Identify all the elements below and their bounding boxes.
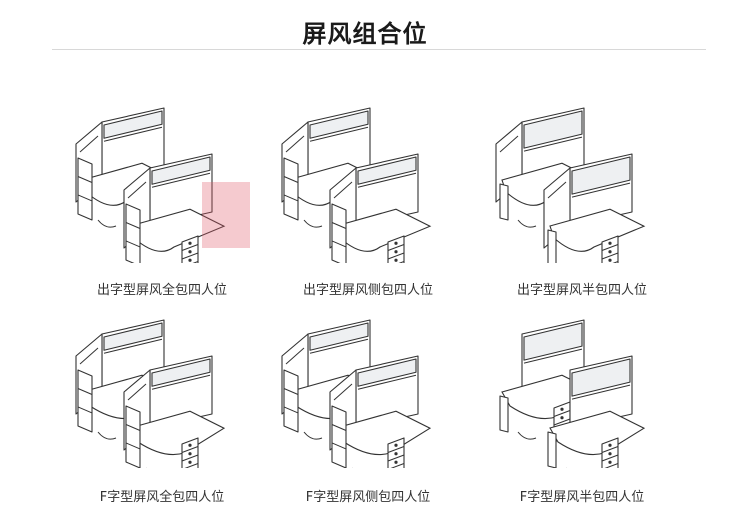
workstation-illustration — [281, 107, 432, 263]
workstation-illustration — [499, 319, 646, 468]
workstation-illustration — [75, 319, 226, 468]
workstation-illustration — [281, 319, 432, 468]
workstation-card-f-full: F字型屏风全包四人位 — [62, 318, 262, 518]
workstation-illustration — [495, 107, 646, 263]
workstation-card-f-half: F字型屏风半包四人位 — [482, 318, 682, 518]
workstation-card-cross-side: 出字型屏风侧包四人位 — [268, 98, 468, 298]
page-title: 屏风组合位 — [302, 20, 428, 48]
title-divider — [52, 49, 706, 50]
workstation-caption: 出字型屏风半包四人位 — [516, 283, 647, 298]
workstation-card-f-side: F字型屏风侧包四人位 — [268, 318, 468, 518]
workstation-caption: 出字型屏风全包四人位 — [96, 283, 227, 298]
workstation-card-cross-full: 出字型屏风全包四人位 — [62, 98, 262, 298]
workstation-caption: F字型屏风侧包四人位 — [305, 490, 431, 505]
workstation-illustration — [75, 107, 250, 263]
workstation-caption: F字型屏风半包四人位 — [519, 490, 645, 505]
workstation-card-cross-half: 出字型屏风半包四人位 — [482, 98, 682, 298]
workstation-caption: F字型屏风全包四人位 — [99, 490, 225, 505]
workstation-caption: 出字型屏风侧包四人位 — [302, 283, 433, 298]
